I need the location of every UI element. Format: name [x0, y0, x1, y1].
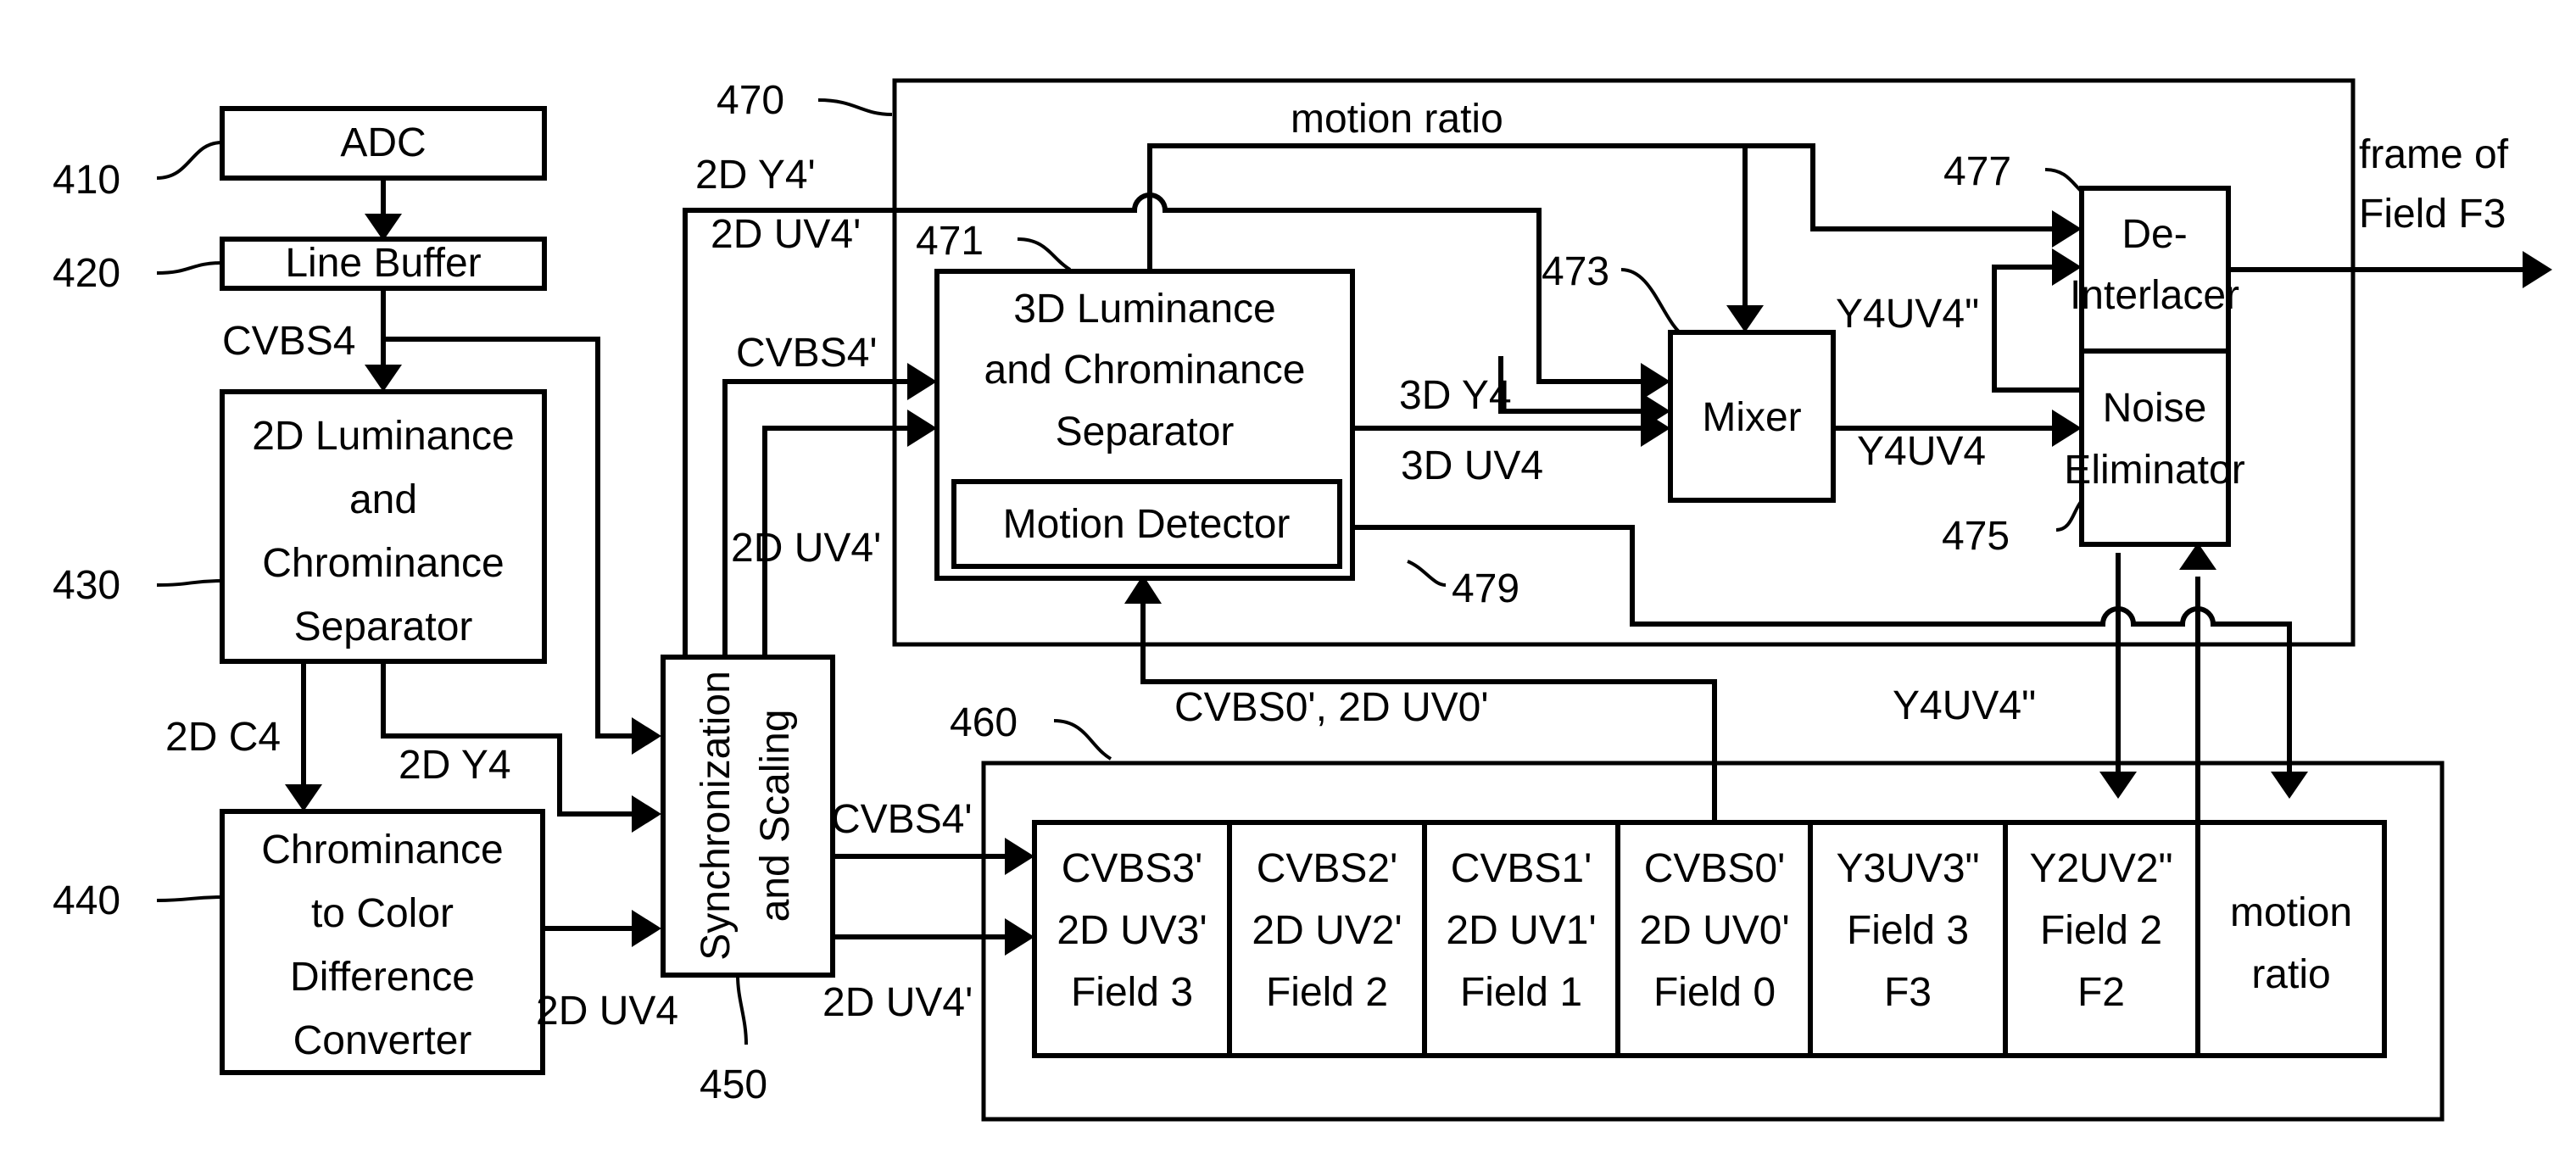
converter-block: Chrominance to Color Difference Converte…: [222, 811, 543, 1073]
cell-field0-line-2: 2D UV0': [1639, 908, 1789, 953]
converter-line-4: Converter: [293, 1018, 472, 1063]
converter-line-3: Difference: [290, 955, 475, 1000]
ref-477: 477: [1943, 149, 2011, 194]
deinterlacer-line-2: Interlacer: [2070, 273, 2239, 318]
sep2d-line-2: and: [349, 477, 417, 522]
cell-motion-line-2: ratio: [2251, 952, 2330, 997]
noise-eliminator-line-2: Eliminator: [2064, 448, 2244, 493]
ref-475: 475: [1942, 514, 2010, 559]
cell-field1-line-1: CVBS1': [1451, 846, 1592, 891]
cell-field0-line-1: CVBS0': [1644, 846, 1786, 891]
sep3d-line-1: 3D Luminance: [1013, 287, 1276, 332]
label-y4uv4pp-down: Y4UV4": [1893, 683, 2036, 728]
mixer-block: Mixer: [1670, 332, 1833, 500]
adc-label: ADC: [340, 120, 426, 165]
cell-field1-line-3: Field 1: [1460, 970, 1582, 1015]
sep2d-line-4: Separator: [294, 605, 473, 649]
ref-473: 473: [1542, 249, 1609, 294]
cell-field3-line-3: Field 3: [1071, 970, 1193, 1015]
cell-field3-line-2: 2D UV3': [1057, 908, 1207, 953]
cell-y2uv2-line-1: Y2UV2": [2029, 846, 2172, 891]
cell-y2uv2-line-2: Field 2: [2040, 908, 2162, 953]
sep2d-line-1: 2D Luminance: [252, 414, 515, 459]
adc-block: ADC: [222, 109, 544, 178]
deinterlacer-block: De- Interlacer: [2070, 188, 2239, 351]
sep3d-line-2: and Chrominance: [984, 348, 1306, 393]
ref-471: 471: [916, 219, 984, 264]
cell-motion-line-1: motion: [2230, 890, 2352, 935]
ref-479: 479: [1452, 566, 1519, 611]
label-y4uv4pp-feedback: Y4UV4": [1836, 292, 1979, 337]
label-cvbs0-uv0: CVBS0', 2D UV0': [1174, 685, 1488, 730]
cell-field2-line-2: 2D UV2': [1252, 908, 1402, 953]
noise-eliminator-block: Noise Eliminator: [2064, 351, 2244, 544]
label-2d-uv4p-in: 2D UV4': [731, 526, 881, 571]
cell-field1-line-2: 2D UV1': [1446, 908, 1596, 953]
line-buffer-label: Line Buffer: [285, 241, 481, 286]
label-output-line-2: Field F3: [2359, 192, 2506, 237]
sync-line-2: and Scaling: [753, 710, 798, 923]
noise-eliminator-line-1: Noise: [2103, 386, 2207, 431]
ref-410: 410: [53, 158, 120, 203]
label-cvbs4p-in: CVBS4': [736, 331, 878, 376]
ref-430: 430: [53, 563, 120, 608]
label-2d-uv4p-out: 2D UV4': [822, 980, 973, 1025]
cell-y3uv3-line-1: Y3UV3": [1836, 846, 1979, 891]
converter-line-2: to Color: [311, 891, 454, 936]
cell-y2uv2-line-3: F2: [2077, 970, 2125, 1015]
ref-440: 440: [53, 878, 120, 923]
sep3d-line-3: Separator: [1056, 410, 1235, 454]
label-motion-ratio: motion ratio: [1291, 97, 1503, 142]
label-y4uv4: Y4UV4: [1857, 429, 1986, 474]
cell-field2-line-3: Field 2: [1266, 970, 1388, 1015]
sep2d-block: 2D Luminance and Chrominance Separator: [222, 392, 544, 661]
cell-field0-line-3: Field 0: [1653, 970, 1776, 1015]
label-2d-y4: 2D Y4: [399, 743, 511, 788]
converter-line-1: Chrominance: [261, 828, 503, 872]
cell-field3-line-1: CVBS3': [1062, 846, 1203, 891]
sync-line-1: Synchronization: [694, 671, 739, 961]
label-2d-uv4p-top: 2D UV4': [711, 212, 861, 257]
label-2d-c4: 2D C4: [165, 715, 281, 760]
deinterlacer-line-1: De-: [2122, 212, 2187, 257]
sync-scaling-block: Synchronization and Scaling: [663, 657, 833, 975]
ref-420: 420: [53, 251, 120, 296]
cell-field2-line-1: CVBS2': [1257, 846, 1398, 891]
label-3d-uv4: 3D UV4: [1401, 443, 1543, 488]
line-buffer-block: Line Buffer: [222, 239, 544, 288]
mixer-label: Mixer: [1702, 395, 1801, 440]
motion-detector-block: Motion Detector: [954, 482, 1340, 566]
ref-450: 450: [700, 1062, 767, 1107]
memory-block: CVBS3' 2D UV3' Field 3 CVBS2' 2D UV2' Fi…: [1034, 822, 2384, 1056]
cell-y3uv3-line-2: Field 3: [1847, 908, 1969, 953]
sep2d-line-3: Chrominance: [262, 541, 504, 586]
ref-470: 470: [716, 78, 784, 123]
label-2d-uv4: 2D UV4: [536, 989, 678, 1034]
label-cvbs4: CVBS4: [222, 319, 355, 364]
label-output-line-1: frame of: [2359, 132, 2509, 177]
cell-y3uv3-line-3: F3: [1884, 970, 1932, 1015]
label-2d-y4p-top: 2D Y4': [695, 153, 816, 198]
ref-460: 460: [950, 700, 1018, 745]
label-3d-y4: 3D Y4: [1399, 373, 1512, 418]
motion-detector-label: Motion Detector: [1003, 502, 1291, 547]
label-cvbs4p-out: CVBS4': [831, 797, 973, 842]
